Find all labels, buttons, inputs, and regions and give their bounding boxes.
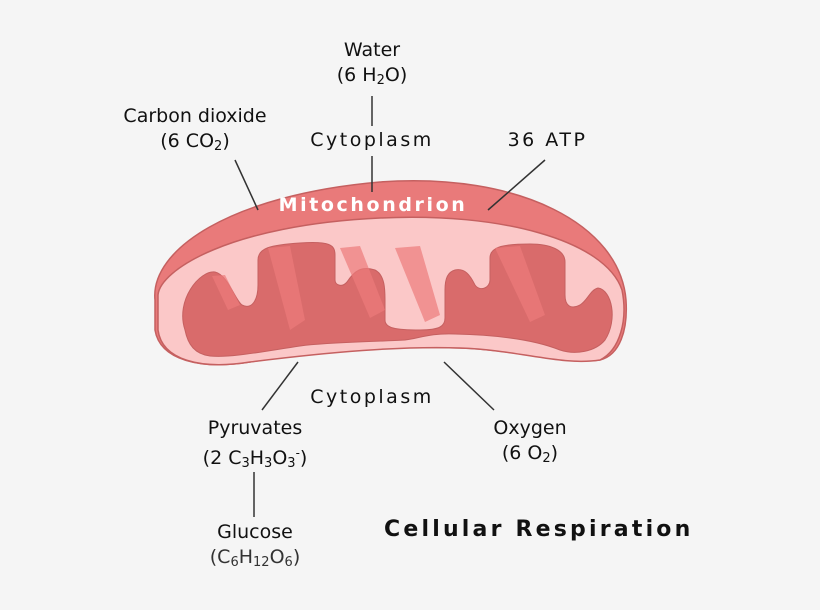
glucose-formula: (C6H12O6) xyxy=(209,546,301,570)
cristae-highlight xyxy=(212,275,240,310)
cytoplasm-bottom-label: Cytoplasm xyxy=(310,386,434,408)
pyruvates-label: Pyruvates (2 C3H3O3-) xyxy=(185,416,325,476)
water-name: Water xyxy=(343,39,401,61)
water-formula: (6 H2O) xyxy=(336,64,408,88)
pyruvates-name: Pyruvates xyxy=(207,417,303,439)
carbon-dioxide-name: Carbon dioxide xyxy=(123,105,267,127)
cristae-highlight xyxy=(340,246,385,318)
oxygen-label: Oxygen (6 O2) xyxy=(480,416,580,471)
glucose-name: Glucose xyxy=(217,521,293,543)
atp-label: 36 ATP xyxy=(507,129,588,151)
cristae-highlight xyxy=(268,246,305,330)
diagram-title: Cellular Respiration xyxy=(384,517,694,542)
oxygen-name: Oxygen xyxy=(493,417,567,439)
cristae-highlight xyxy=(395,246,440,322)
mitochondrion-label: Mitochondrion xyxy=(278,194,468,216)
glucose-label: Glucose (C6H12O6) xyxy=(195,520,315,575)
carbon-dioxide-formula: (6 CO2) xyxy=(160,130,230,154)
leader-lines xyxy=(234,96,546,517)
water-label: Water (6 H2O) xyxy=(322,38,422,93)
oxygen-formula: (6 O2) xyxy=(501,442,559,466)
carbon-dioxide-label: Carbon dioxide (6 CO2) xyxy=(100,104,290,159)
pyruvates-formula: (2 C3H3O3-) xyxy=(202,446,308,471)
cristae-highlight xyxy=(495,246,545,322)
cytoplasm-top-label: Cytoplasm xyxy=(310,129,434,151)
